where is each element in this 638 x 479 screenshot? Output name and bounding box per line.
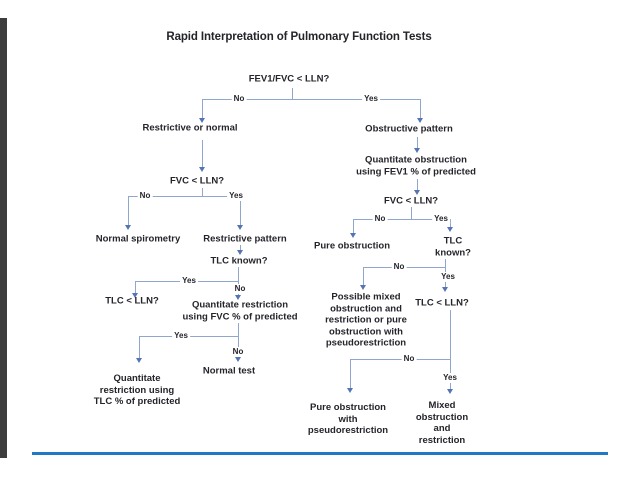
arrowhead-down-icon — [236, 250, 243, 255]
arrowhead-down-icon — [413, 190, 420, 195]
arrowhead-down-icon — [349, 233, 356, 238]
connector-line — [240, 196, 241, 226]
connector-line — [353, 219, 354, 234]
connector-line — [292, 88, 293, 99]
connector-line — [450, 310, 451, 359]
connector-line — [238, 267, 239, 281]
connector-line — [350, 359, 450, 360]
node-question-fvc-lln-right: FVC < LLN? — [383, 195, 439, 207]
node-normal-spirometry: Normal spirometry — [95, 233, 181, 245]
arrowhead-down-icon — [198, 118, 205, 123]
connector-line — [128, 196, 240, 197]
node-question-tlc-known-left: TLC known? — [210, 255, 268, 267]
arrowhead-down-icon — [446, 389, 453, 394]
connector-line — [202, 188, 203, 196]
connector-line — [450, 219, 451, 228]
connector-line — [238, 323, 239, 336]
node-mixed-obstruction-restriction: Mixed obstruction and restriction — [415, 400, 469, 446]
arrowhead-down-icon — [416, 118, 423, 123]
connector-line — [411, 207, 412, 219]
branch-label-yes: Yes — [441, 373, 459, 383]
diagram-title: Rapid Interpretation of Pulmonary Functi… — [166, 31, 432, 43]
node-pure-obstruction-pseudorestriction: Pure obstruction with pseudorestriction — [307, 401, 389, 436]
connector-line — [350, 359, 351, 389]
arrowhead-down-icon — [135, 358, 142, 363]
connector-line — [445, 259, 446, 267]
branch-label-yes: Yes — [432, 214, 450, 224]
branch-label-no: No — [230, 347, 246, 357]
connector-line — [417, 137, 418, 149]
node-question-tlc-lln-left: TLC < LLN? — [105, 295, 159, 307]
arrowhead-down-icon — [441, 287, 448, 292]
arrowhead-down-icon — [236, 225, 243, 230]
arrowhead-down-icon — [234, 295, 241, 300]
arrowhead-down-icon — [413, 148, 420, 153]
node-question-tlc-known-right: TLC known? — [435, 235, 471, 259]
connector-line — [128, 196, 129, 226]
node-question-fev1-fvc-lln: FEV1/FVC < LLN? — [248, 73, 330, 85]
connector-line — [353, 219, 450, 220]
connector-line — [135, 281, 136, 294]
node-quantitate-restriction-fvc: Quantitate restriction using FVC % of pr… — [182, 299, 298, 323]
bottom-rule — [32, 452, 608, 455]
branch-label-no: No — [372, 214, 388, 224]
node-question-fvc-lln-left: FVC < LLN? — [169, 175, 225, 187]
node-obstructive-pattern: Obstructive pattern — [365, 123, 453, 135]
branch-label-yes: Yes — [172, 331, 190, 341]
arrowhead-down-icon — [131, 293, 138, 298]
page-edge-bar — [0, 18, 7, 458]
arrowhead-down-icon — [234, 357, 241, 362]
connector-line — [417, 179, 418, 191]
arrowhead-down-icon — [446, 227, 453, 232]
node-normal-test: Normal test — [202, 365, 256, 377]
branch-label-no: No — [401, 354, 417, 364]
branch-label-yes: Yes — [439, 272, 457, 282]
branch-label-yes: Yes — [180, 276, 198, 286]
connector-line — [202, 140, 203, 168]
branch-label-no: No — [231, 94, 247, 104]
arrowhead-down-icon — [346, 388, 353, 393]
connector-line — [202, 99, 420, 100]
branch-label-no: No — [391, 262, 407, 272]
node-quantitate-restriction-tlc: Quantitate restriction using TLC % of pr… — [93, 372, 181, 407]
branch-label-yes: Yes — [362, 94, 380, 104]
branch-label-no: No — [232, 284, 248, 294]
branch-label-no: No — [137, 191, 153, 201]
arrowhead-down-icon — [359, 285, 366, 290]
node-question-tlc-lln-right: TLC < LLN? — [415, 297, 469, 309]
connector-line — [139, 336, 140, 359]
node-possible-mixed-obstruction: Possible mixed obstruction and restricti… — [325, 291, 407, 349]
arrowhead-down-icon — [198, 167, 205, 172]
node-restrictive-pattern: Restrictive pattern — [203, 233, 287, 245]
arrowhead-down-icon — [124, 225, 131, 230]
connector-line — [202, 99, 203, 119]
connector-line — [420, 99, 421, 119]
node-pure-obstruction: Pure obstruction — [313, 240, 391, 252]
branch-label-yes: Yes — [227, 191, 245, 201]
connector-line — [240, 245, 241, 251]
node-quantitate-obstruction-fev1: Quantitate obstruction using FEV1 % of p… — [356, 154, 476, 178]
node-restrictive-or-normal: Restrictive or normal — [142, 122, 238, 134]
connector-line — [363, 267, 364, 286]
